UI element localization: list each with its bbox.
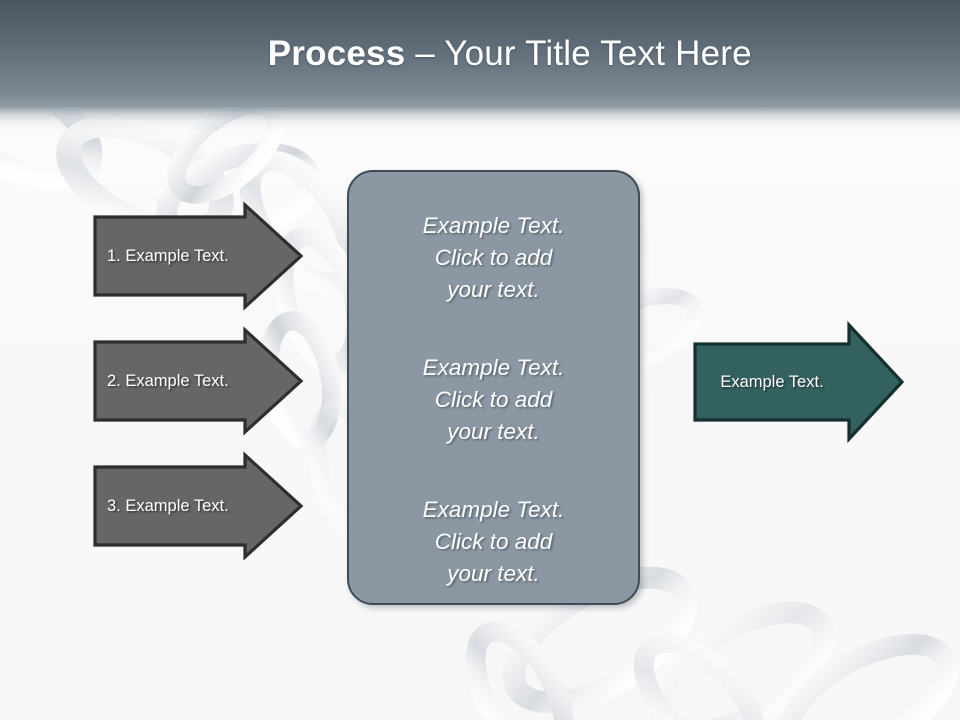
- page-title-rest: – Your Title Text Here: [405, 33, 752, 73]
- step-arrow-1[interactable]: 1. Example Text.: [93, 201, 304, 311]
- process-panel-block-3: Example Text. Click to add your text.: [422, 496, 565, 586]
- title-banner: [0, 0, 960, 106]
- step-arrow-2[interactable]: 2. Example Text.: [93, 326, 304, 436]
- process-panel[interactable]: Example Text. Click to add your text. Ex…: [347, 170, 640, 605]
- step-arrow-3[interactable]: 3. Example Text.: [93, 451, 304, 561]
- result-arrow[interactable]: Example Text.: [693, 320, 905, 444]
- title-banner-fade: [0, 106, 960, 132]
- page-title: Process – Your Title Text Here: [0, 0, 960, 106]
- process-panel-block-1: Example Text. Click to add your text.: [422, 213, 565, 302]
- page-title-bold: Process: [267, 33, 406, 73]
- process-panel-block-2: Example Text. Click to add your text.: [422, 354, 565, 444]
